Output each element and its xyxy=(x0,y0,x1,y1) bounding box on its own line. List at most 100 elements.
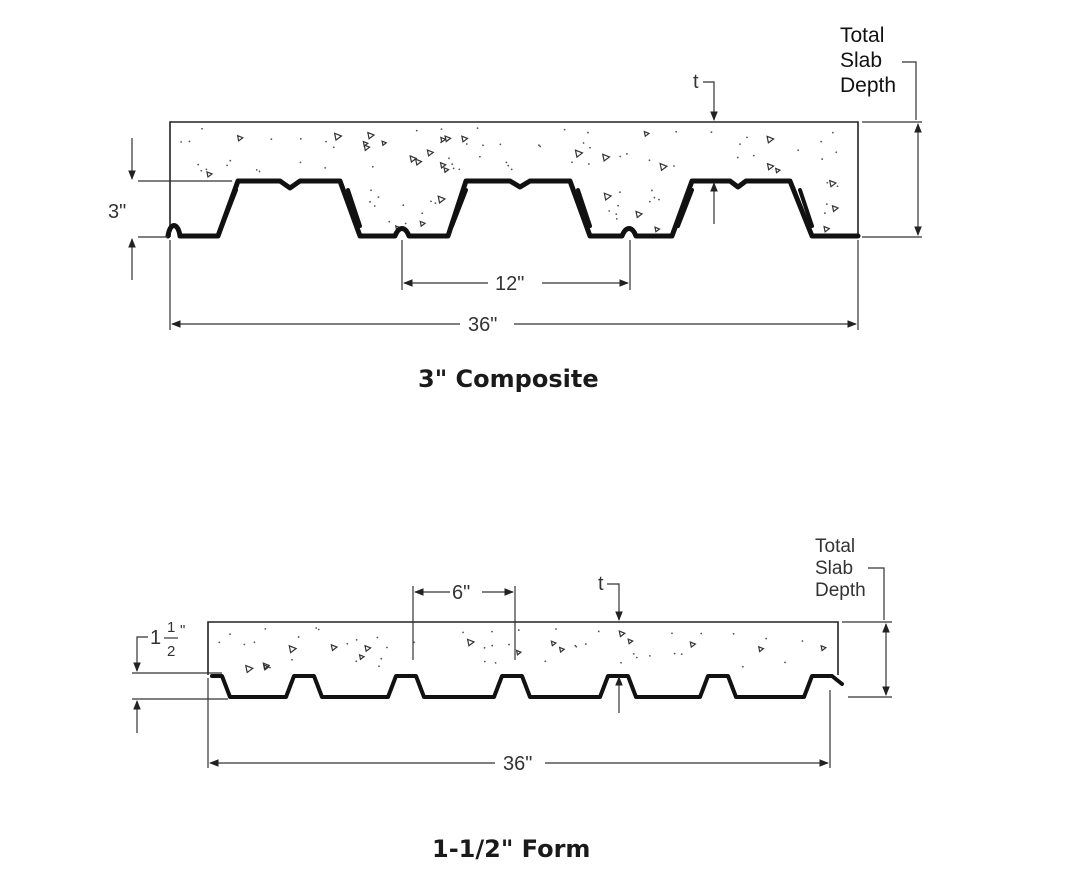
aggregate-mark xyxy=(444,135,452,143)
composite-deck-profile xyxy=(165,178,861,239)
aggregate-mark xyxy=(757,645,765,653)
composite-depth-label: 3" xyxy=(108,201,126,223)
aggregate-dot xyxy=(440,141,442,144)
aggregate-dot xyxy=(332,146,335,149)
aggregate-dot xyxy=(765,637,768,640)
aggregate-dot xyxy=(458,168,461,171)
aggregate-dot xyxy=(821,158,824,160)
aggregate-dot xyxy=(637,215,640,218)
aggregate-mark xyxy=(381,140,388,147)
aggregate-mark xyxy=(659,162,669,172)
aggregate-dot xyxy=(201,127,203,130)
aggregate-dot xyxy=(584,643,587,645)
aggregate-dot xyxy=(494,661,497,664)
aggregate-mark xyxy=(627,638,634,645)
aggregate-dot xyxy=(325,140,327,143)
composite-thickness-label: t xyxy=(693,71,699,93)
aggregate-dot xyxy=(648,200,651,203)
aggregate-dot xyxy=(635,656,638,659)
aggregate-dot xyxy=(255,168,258,171)
aggregate-dot xyxy=(315,627,318,629)
aggregate-dot xyxy=(499,143,502,146)
composite-title: 3" Composite xyxy=(418,365,599,393)
aggregate-mark xyxy=(766,162,775,171)
form-total-depth-line1: Total xyxy=(815,536,855,557)
aggregate-mark xyxy=(831,204,840,213)
aggregate-dot xyxy=(505,161,508,164)
aggregate-dot xyxy=(539,145,542,148)
aggregate-dot xyxy=(632,652,635,655)
aggregate-dot xyxy=(402,204,405,207)
aggregate-dot xyxy=(440,128,443,131)
aggregate-dot xyxy=(825,203,828,205)
form-thickness-label: t xyxy=(598,573,604,595)
aggregate-dot xyxy=(608,210,611,212)
aggregate-mark xyxy=(443,166,450,174)
aggregate-dot xyxy=(291,658,293,661)
aggregate-mark xyxy=(236,134,245,142)
aggregate-mark xyxy=(766,135,775,144)
aggregate-dot xyxy=(831,131,834,134)
aggregate-mark xyxy=(414,158,423,167)
aggregate-mark xyxy=(603,192,613,201)
form-title: 1-1/2" Form xyxy=(432,835,590,863)
aggregate-mark xyxy=(419,220,427,228)
aggregate-mark xyxy=(440,136,447,144)
aggregate-dot xyxy=(205,168,208,171)
aggregate-mark xyxy=(263,664,270,671)
aggregate-dot xyxy=(483,646,486,649)
aggregate-dot xyxy=(784,661,786,664)
aggregate-dot xyxy=(324,166,327,169)
aggregate-dot xyxy=(824,212,826,215)
aggregate-mark xyxy=(820,644,828,652)
aggregate-dot xyxy=(297,636,300,638)
form-total-depth-line2: Slab xyxy=(815,558,853,579)
aggregate-dot xyxy=(833,181,836,184)
composite-thickness-dimension: t xyxy=(693,71,718,224)
composite-width-dimension: 36" xyxy=(169,240,859,336)
form-aggregate-texture xyxy=(218,627,828,674)
aggregate-dot xyxy=(835,206,838,209)
aggregate-dot xyxy=(258,170,261,173)
aggregate-dot xyxy=(479,155,481,158)
form-depth-denominator: 2 xyxy=(167,643,175,660)
aggregate-dot xyxy=(264,627,267,630)
aggregate-mark xyxy=(461,135,469,143)
aggregate-dot xyxy=(826,181,829,184)
aggregate-dot xyxy=(648,655,651,657)
form-depth-dimension: 1 1 2 " xyxy=(132,619,228,733)
aggregate-dot xyxy=(482,144,484,147)
aggregate-mark xyxy=(774,167,782,174)
aggregate-dot xyxy=(483,660,486,663)
aggregate-mark xyxy=(550,640,558,647)
form-section: 1 1 2 " 6" t 36" xyxy=(132,536,892,863)
aggregate-dot xyxy=(369,200,371,203)
aggregate-dot xyxy=(620,661,622,664)
aggregate-dot xyxy=(299,137,302,140)
aggregate-mark xyxy=(358,653,366,661)
aggregate-dot xyxy=(269,666,271,669)
aggregate-mark xyxy=(288,644,298,654)
aggregate-mark xyxy=(362,140,370,148)
aggregate-mark xyxy=(363,144,371,152)
aggregate-dot xyxy=(617,204,620,207)
aggregate-dot xyxy=(380,657,383,660)
aggregate-dot xyxy=(619,155,622,158)
aggregate-dot xyxy=(180,141,183,143)
form-total-depth-dimension: Total Slab Depth xyxy=(815,536,892,698)
aggregate-dot xyxy=(615,217,618,220)
form-rib-spacing-dimension: 6" xyxy=(412,582,516,660)
aggregate-mark xyxy=(333,132,343,142)
composite-total-depth-dimension: Total Slab Depth xyxy=(840,24,922,238)
aggregate-dot xyxy=(378,665,380,668)
aggregate-dot xyxy=(618,191,621,194)
aggregate-mark xyxy=(823,225,831,233)
aggregate-mark xyxy=(439,161,447,169)
aggregate-dot xyxy=(507,164,510,167)
aggregate-dot xyxy=(508,643,510,646)
aggregate-dot xyxy=(317,628,320,631)
aggregate-dot xyxy=(462,631,464,634)
aggregate-dot xyxy=(673,165,675,167)
form-depth-inch-mark: " xyxy=(180,622,185,639)
aggregate-dot xyxy=(517,629,520,631)
